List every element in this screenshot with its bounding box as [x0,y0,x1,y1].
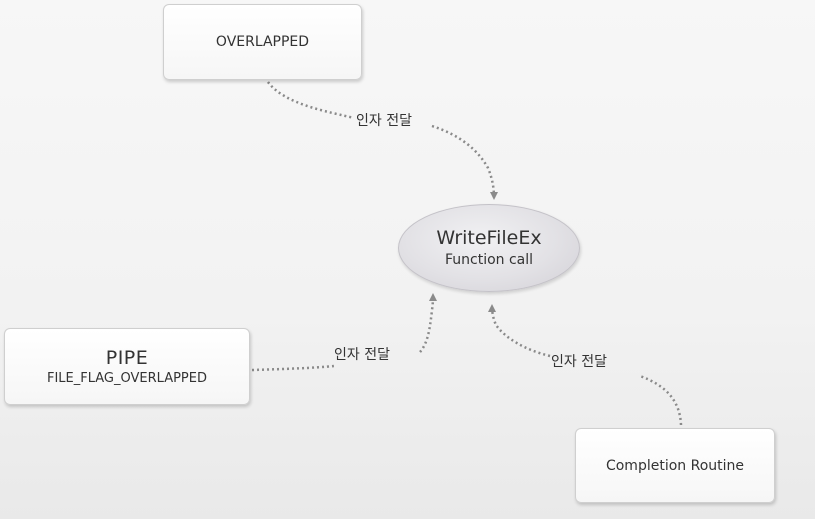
edge-label-overlapped: 인자 전달 [356,113,412,129]
overlapped-label: OVERLAPPED [215,34,310,50]
writefileex-title: WriteFileEx [436,227,542,249]
pipe-subtitle: FILE_FLAG_OVERLAPPED [46,370,207,386]
pipe-node: PIPE FILE_FLAG_OVERLAPPED [4,328,250,405]
writefileex-node: WriteFileEx Function call [398,204,580,292]
pipe-title: PIPE [105,346,149,369]
edge-label-completion: 인자 전달 [551,354,607,370]
connector-completion-to-writefileex [492,306,683,426]
overlapped-node: OVERLAPPED [163,4,362,80]
connector-pipe-to-writefileex [251,295,433,372]
edge-label-pipe: 인자 전달 [334,347,390,363]
completion-routine-node: Completion Routine [575,428,775,503]
connector-overlapped-to-writefileex [266,81,494,198]
writefileex-subtitle: Function call [444,252,534,268]
completion-routine-label: Completion Routine [605,457,745,474]
